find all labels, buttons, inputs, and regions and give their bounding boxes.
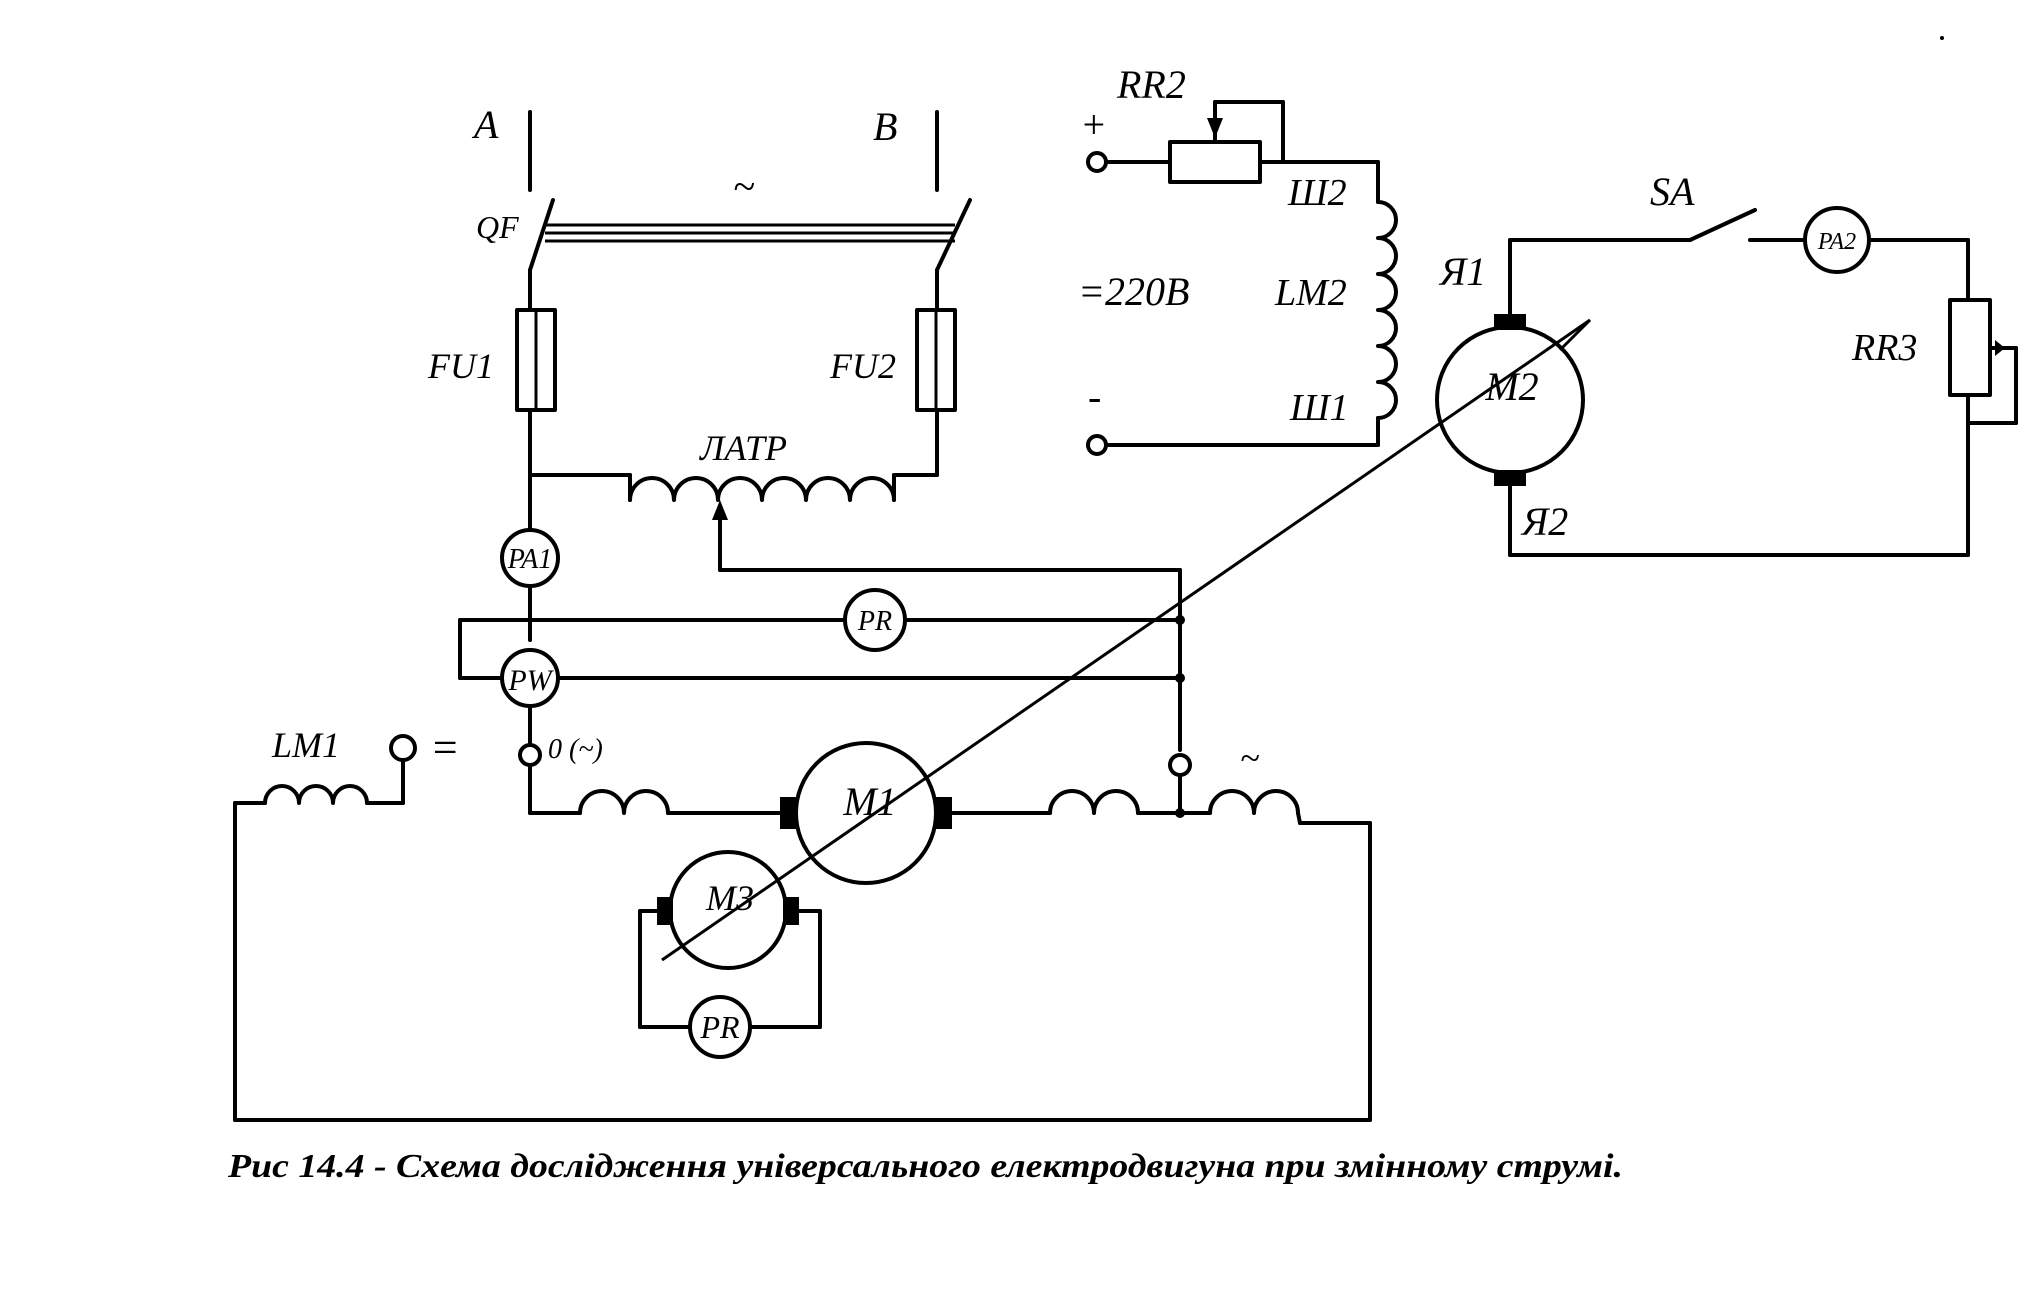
label-autotransformer: ЛАТР — [699, 428, 787, 468]
label-meter-pr-top: PR — [857, 606, 892, 637]
label-fuse1: FU1 — [427, 346, 494, 386]
ammeter-pa1 — [500, 528, 560, 588]
label-switch-sa: SA — [1650, 169, 1695, 214]
label-fuse2: FU2 — [829, 346, 896, 386]
label-rheostat-rr3: RR3 — [1851, 327, 1917, 369]
label-supply-voltage: =220В — [1078, 269, 1189, 314]
motor-m3 — [638, 850, 822, 1029]
label-motor-m2: M2 — [1484, 364, 1538, 409]
measurement-block — [458, 473, 1185, 752]
wattmeter-pw — [500, 648, 560, 708]
terminals — [389, 734, 1192, 777]
label-field-lm2: LM2 — [1274, 272, 1347, 314]
label-breaker: QF — [476, 209, 519, 245]
autotransformer — [528, 473, 1182, 572]
motor-m2 — [1435, 314, 1592, 486]
label-ammeter1: PA1 — [507, 544, 553, 575]
supply-ab — [528, 110, 972, 272]
label-phase-a: A — [471, 102, 499, 147]
label-ammeter2: PA2 — [1817, 229, 1856, 255]
label-armature-ya1: Я1 — [1438, 249, 1486, 294]
label-motor-m3: M3 — [705, 878, 754, 918]
dc-field-circuit — [1086, 100, 1398, 456]
fuses — [515, 268, 957, 477]
meter-pr-bottom — [688, 995, 752, 1059]
motor-m1 — [780, 741, 952, 885]
label-terminal-zero: 0 (~) — [548, 734, 603, 765]
label-wattmeter: PW — [507, 664, 554, 697]
label-ac-symbol: ~ — [733, 164, 755, 209]
label-meter-pr-bottom: PR — [699, 1009, 740, 1045]
label-minus: - — [1088, 374, 1101, 419]
armature-circuit — [1508, 208, 2018, 557]
label-rheostat-rr2: RR2 — [1116, 62, 1186, 107]
label-field-lm1: LM1 — [271, 725, 340, 765]
meter-pr-top — [843, 588, 907, 652]
label-plus: + — [1080, 102, 1107, 147]
label-armature-ya2: Я2 — [1520, 499, 1568, 544]
figure-caption: Рис 14.4 - Схема дослідження універсальн… — [227, 1148, 1623, 1185]
label-field-sh1: Ш1 — [1289, 387, 1349, 429]
main-motor-circuit — [233, 758, 1372, 1122]
label-phase-b: B — [873, 104, 897, 149]
label-terminal-ac: ~ — [1240, 738, 1259, 778]
label-field-sh2: Ш2 — [1287, 172, 1347, 214]
corner-dot — [1940, 36, 1944, 40]
shaft-line — [661, 318, 1591, 962]
ammeter-pa2 — [1803, 206, 1871, 274]
label-dc-symbol: = — [430, 723, 460, 772]
